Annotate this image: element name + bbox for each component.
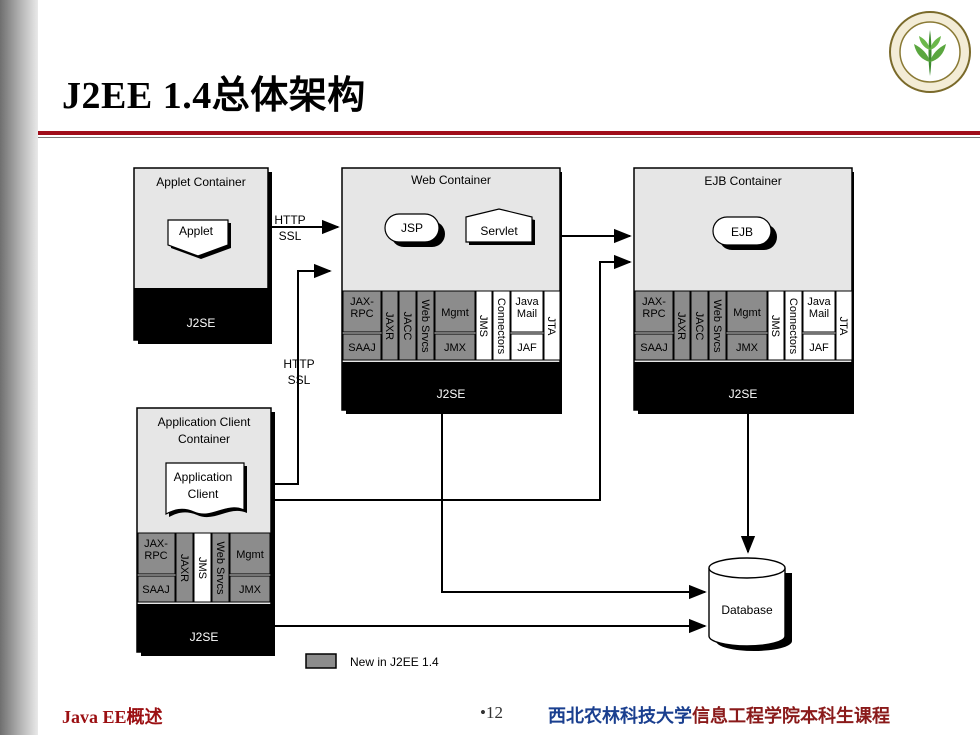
ejb-jaf-label: JAF <box>809 342 829 354</box>
connections <box>268 219 756 634</box>
ejb-jms-label: JMS <box>769 315 781 337</box>
jsp-shape <box>384 213 440 243</box>
ejb-label: EJB <box>731 225 753 239</box>
footer-university-name: 西北农林科技大学 <box>548 706 692 727</box>
ejb-connectors-label: Connectors <box>787 298 799 355</box>
web-container-title: Web Container <box>411 173 491 187</box>
client-webservices-label: Web Srvcs <box>214 542 226 595</box>
database-label: Database <box>721 603 773 617</box>
web-webservices-label: Web Srvcs <box>419 300 431 353</box>
legend-label: New in J2EE 1.4 <box>350 655 439 669</box>
footer-course-name: 信息工程学院本科生课程 <box>692 706 890 727</box>
ejb-container: EJB Container EJB JAX-RPC SAAJ JAXR JACC… <box>633 167 854 414</box>
ejb-jacc-label: JACC <box>693 312 705 341</box>
ejb-container-title: EJB Container <box>704 174 781 188</box>
slide-title: J2EE 1.4总体架构 <box>62 75 366 117</box>
app-client-component-line1: Application <box>174 470 233 484</box>
applet-shape <box>167 219 229 257</box>
university-logo-icon <box>889 11 971 93</box>
servlet-shape <box>465 208 533 243</box>
client-jmx-label: JMX <box>239 584 262 596</box>
header-gray-rule <box>38 137 980 138</box>
ejb-shape <box>712 216 772 246</box>
footer-page-number: •12 <box>480 703 503 722</box>
footer-course-title: Java EE概述 <box>62 707 163 727</box>
ejb-j2se-label: J2SE <box>729 387 758 401</box>
web-jmx-label: JMX <box>444 342 467 354</box>
client-mgmt-label: Mgmt <box>236 549 264 561</box>
app-client-title-line2: Container <box>178 432 230 446</box>
web-jaf-label: JAF <box>517 342 537 354</box>
web-connectors-label: Connectors <box>495 298 507 355</box>
app-client-title-line1: Application Client <box>158 415 251 429</box>
app-client-container: Application Client Container Application… <box>136 407 275 656</box>
footer-institution: 西北农林科技大学信息工程学院本科生课程 <box>548 702 890 728</box>
client-jaxrpc-label: JAX-RPC <box>144 538 168 562</box>
applet-label: Applet <box>179 224 214 238</box>
web-jaxrpc-label: JAX-RPC <box>350 296 374 320</box>
client-j2se-label: J2SE <box>190 630 219 644</box>
applet-container-title: Applet Container <box>156 175 245 189</box>
ejb-jta-label: JTA <box>837 317 849 336</box>
jsp-label: JSP <box>401 221 423 235</box>
ejb-jaxr-label: JAXR <box>675 312 687 340</box>
ejb-jmx-label: JMX <box>736 342 759 354</box>
slide-sidebar-gradient <box>0 0 38 735</box>
ejb-mgmt-label: Mgmt <box>733 307 761 319</box>
app-client-component-line2: Client <box>188 487 219 501</box>
web-jaxr-label: JAXR <box>383 312 395 340</box>
client-to-web-arrow <box>273 263 332 485</box>
header-red-rule <box>38 131 980 135</box>
applet-container: Applet Container Applet J2SE <box>133 167 272 344</box>
ssl-label-2: SSL <box>288 373 311 387</box>
web-to-database-arrow <box>441 412 707 600</box>
database-cylinder: Database <box>708 557 792 651</box>
applet-j2se-label: J2SE <box>187 316 216 330</box>
web-container: Web Container JSP Servlet JAX-RPC SAAJ J… <box>341 167 562 414</box>
ejb-jaxrpc-label: JAX-RPC <box>642 296 666 320</box>
client-jaxr-label: JAXR <box>178 554 190 582</box>
ejb-webservices-label: Web Srvcs <box>711 300 723 353</box>
http-label-2: HTTP <box>283 357 314 371</box>
web-j2se-label: J2SE <box>437 387 466 401</box>
client-saaj-label: SAAJ <box>142 584 170 596</box>
servlet-label: Servlet <box>480 224 518 238</box>
http-label-1: HTTP <box>274 213 305 227</box>
app-client-doc-shape <box>165 462 245 515</box>
web-mgmt-label: Mgmt <box>441 307 469 319</box>
client-to-ejb-arrow <box>273 254 632 501</box>
legend: New in J2EE 1.4 <box>305 653 439 669</box>
client-jms-label: JMS <box>196 557 208 579</box>
web-jta-label: JTA <box>545 317 557 336</box>
web-jms-label: JMS <box>477 315 489 337</box>
ejb-saaj-label: SAAJ <box>640 342 668 354</box>
web-saaj-label: SAAJ <box>348 342 376 354</box>
web-jacc-label: JACC <box>401 312 413 341</box>
ssl-label-1: SSL <box>279 229 302 243</box>
